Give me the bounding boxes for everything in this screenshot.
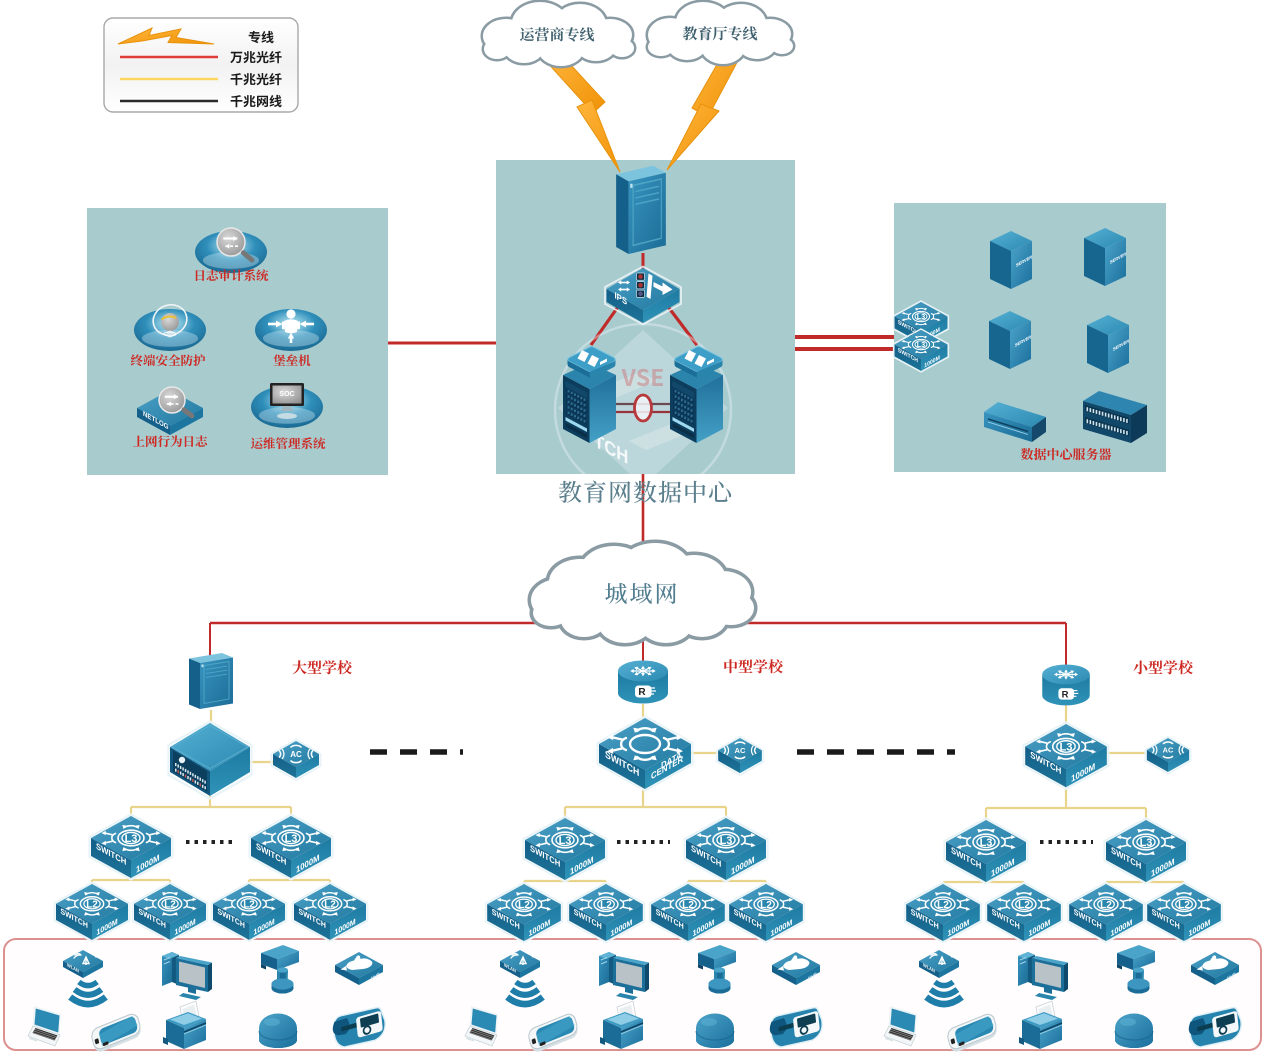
svg-text:L2: L2 xyxy=(682,900,694,911)
svg-text:L2: L2 xyxy=(1178,900,1190,911)
svg-text:VoIP: VoIP xyxy=(371,971,379,981)
svg-text:L2: L2 xyxy=(1018,900,1030,911)
svg-text:R: R xyxy=(638,687,646,698)
svg-text:L2: L2 xyxy=(243,899,255,910)
svg-text:L2: L2 xyxy=(324,899,336,910)
svg-text:L2: L2 xyxy=(1100,900,1112,911)
svg-text:SOC: SOC xyxy=(279,391,294,398)
svg-text:AC: AC xyxy=(1163,746,1174,755)
svg-text:L3: L3 xyxy=(1140,837,1153,849)
svg-text:L3: L3 xyxy=(980,837,993,849)
svg-text:L2: L2 xyxy=(518,900,530,911)
svg-text:L2: L2 xyxy=(937,900,949,911)
svg-text:WLAN: WLAN xyxy=(923,962,935,973)
svg-text:L3: L3 xyxy=(559,835,572,847)
svg-text:L3: L3 xyxy=(1059,742,1072,754)
svg-text:VoIP: VoIP xyxy=(808,971,816,981)
svg-text:WLAN: WLAN xyxy=(67,962,79,973)
svg-text:L3: L3 xyxy=(285,833,298,845)
svg-text:L2: L2 xyxy=(600,900,612,911)
svg-text:R: R xyxy=(1062,689,1069,700)
svg-text:L2: L2 xyxy=(164,899,176,910)
svg-text:WLAN: WLAN xyxy=(504,962,516,973)
svg-text:VoIP: VoIP xyxy=(1227,971,1235,981)
svg-text:L2: L2 xyxy=(760,900,772,911)
svg-text:L3: L3 xyxy=(125,833,138,845)
svg-text:L2: L2 xyxy=(86,899,98,910)
svg-text:AC: AC xyxy=(290,750,302,759)
svg-text:L3: L3 xyxy=(917,340,925,349)
svg-text:AC: AC xyxy=(735,746,746,755)
svg-text:L3: L3 xyxy=(917,312,925,321)
svg-text:L3: L3 xyxy=(720,835,733,847)
